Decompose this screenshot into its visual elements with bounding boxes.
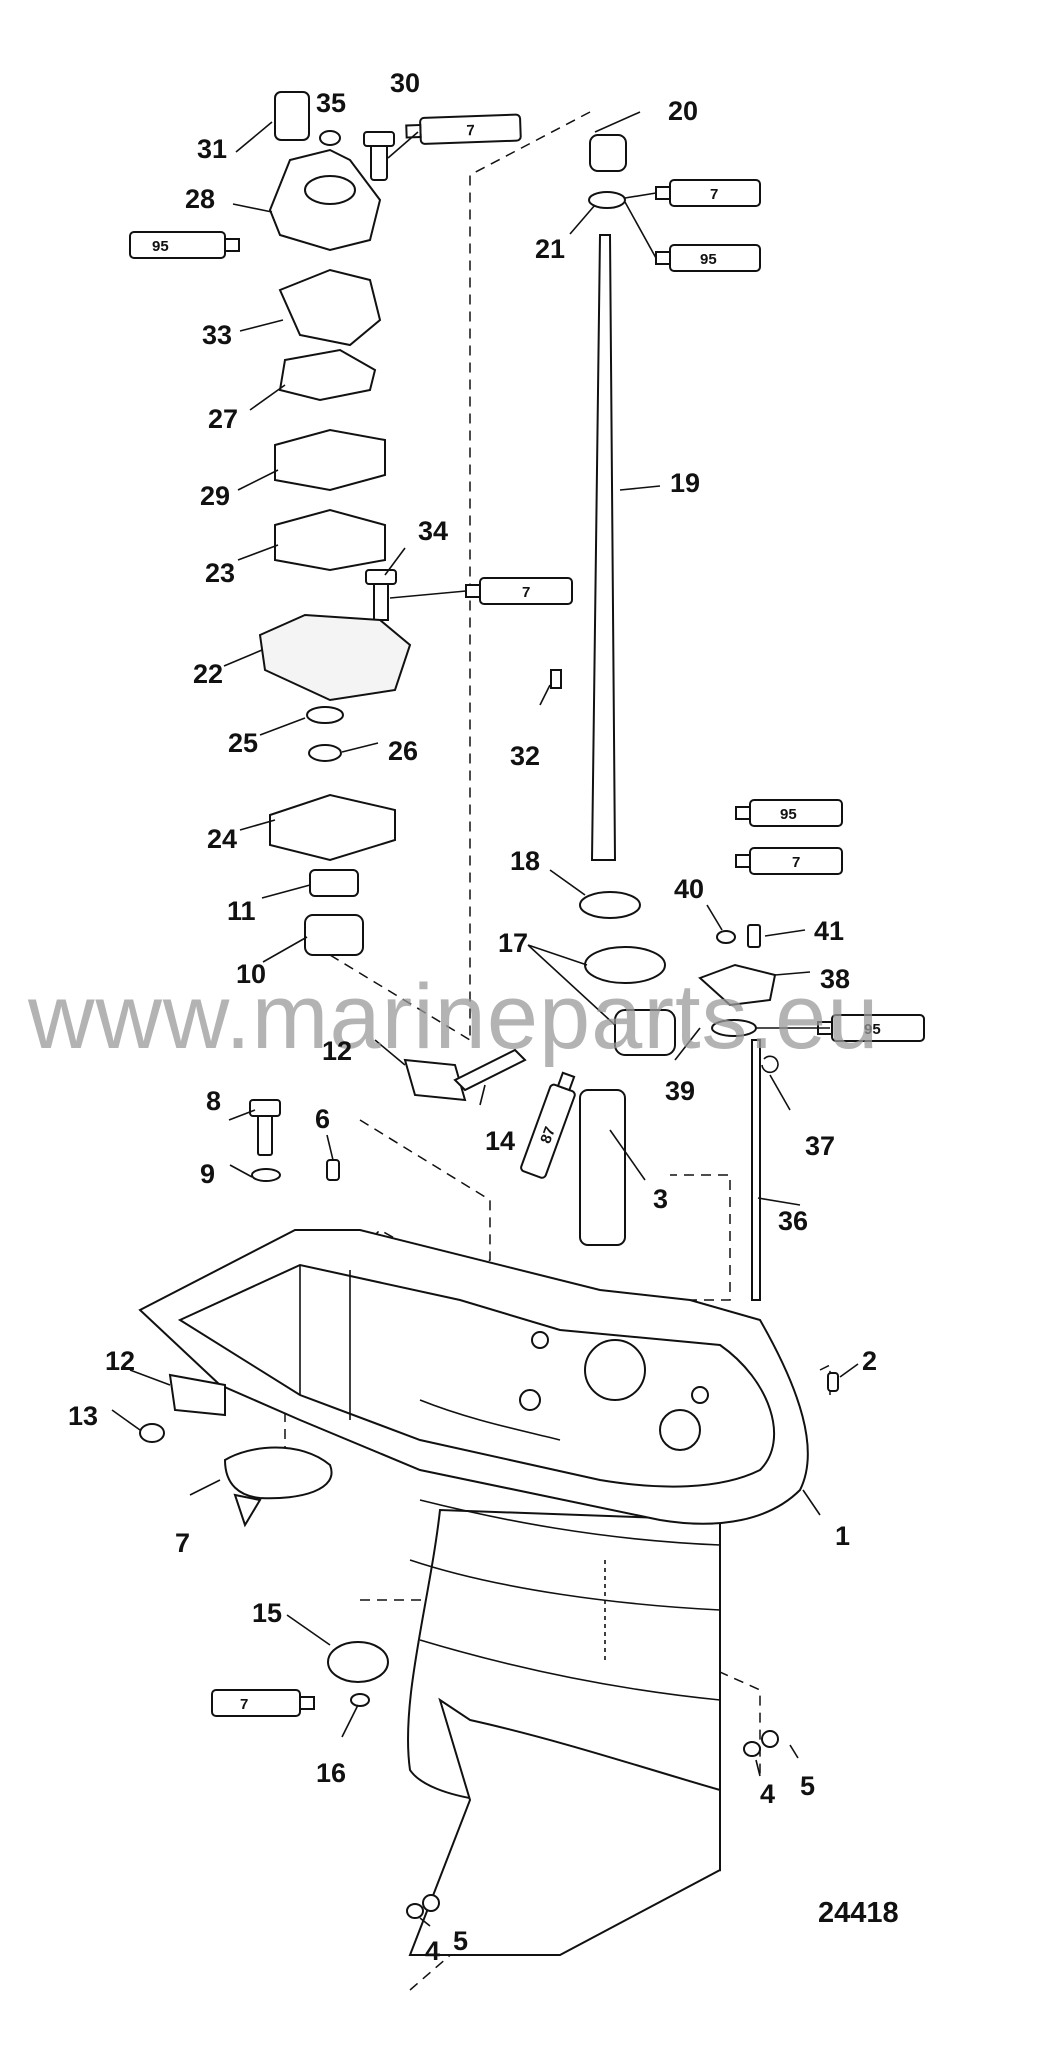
callout-5: 5 — [453, 1926, 468, 1956]
callout-25: 25 — [228, 728, 258, 758]
callout-8: 8 — [206, 1086, 221, 1116]
tube-label: 95 — [864, 1021, 881, 1038]
callout-10: 10 — [236, 959, 266, 989]
sealant-tube: 7 — [655, 179, 761, 207]
sealant-tube: 7 — [735, 847, 843, 875]
leader-lines — [111, 111, 859, 1927]
sealant-tube: 95 — [655, 244, 761, 272]
tube-label: 7 — [792, 854, 800, 871]
tube-label: 87 — [537, 1124, 559, 1145]
callout-24: 24 — [207, 824, 237, 854]
callout-39: 39 — [665, 1076, 695, 1106]
sealant-tube: 7 — [405, 113, 522, 145]
callout-35: 35 — [316, 88, 346, 118]
callout-21: 21 — [535, 234, 565, 264]
tube-label: 7 — [466, 122, 475, 139]
tube-label: 7 — [710, 186, 718, 203]
callout-38: 38 — [820, 964, 850, 994]
callout-34: 34 — [418, 516, 448, 546]
callout-28: 28 — [185, 184, 215, 214]
callout-40: 40 — [674, 874, 704, 904]
callout-9: 9 — [200, 1159, 215, 1189]
callout-13: 13 — [68, 1401, 98, 1431]
callout-7: 7 — [175, 1528, 190, 1558]
callout-18: 18 — [510, 846, 540, 876]
callout-2: 2 — [862, 1346, 877, 1376]
tube-label: 95 — [780, 806, 797, 823]
callout-31: 31 — [197, 134, 227, 164]
callout-26: 26 — [388, 736, 418, 766]
callout-16: 16 — [316, 1758, 346, 1788]
callout-12: 12 — [322, 1036, 352, 1066]
callout-17: 17 — [498, 928, 528, 958]
callout-12: 12 — [105, 1346, 135, 1376]
sealant-tube: 95 — [735, 799, 843, 827]
callout-labels: 31 35 30 28 20 21 33 27 29 19 34 23 22 3… — [68, 68, 877, 1966]
callout-22: 22 — [193, 659, 223, 689]
sealant-tube: 95 — [817, 1014, 925, 1042]
callout-14: 14 — [485, 1126, 515, 1156]
callout-1: 1 — [835, 1521, 850, 1551]
sealant-tube: 7 — [465, 577, 573, 605]
callout-23: 23 — [205, 558, 235, 588]
sealant-tube: 87 — [520, 1071, 576, 1179]
callout-33: 33 — [202, 320, 232, 350]
callout-6: 6 — [315, 1104, 330, 1134]
callout-4: 4 — [760, 1779, 775, 1809]
callout-3: 3 — [653, 1184, 668, 1214]
sealant-tubes: 7 95 7 95 7 95 7 — [129, 113, 925, 1717]
callout-41: 41 — [814, 916, 844, 946]
callout-27: 27 — [208, 404, 238, 434]
figure-number: 24418 — [818, 1897, 899, 1929]
tube-label: 95 — [152, 238, 169, 255]
callout-32: 32 — [510, 741, 540, 771]
water-pump-parts — [139, 91, 839, 1919]
callout-5: 5 — [800, 1771, 815, 1801]
tube-label: 7 — [240, 1696, 248, 1713]
gearcase-housing — [138, 1229, 809, 1956]
callout-4: 4 — [425, 1936, 440, 1966]
callout-37: 37 — [805, 1131, 835, 1161]
callout-20: 20 — [668, 96, 698, 126]
callout-30: 30 — [390, 68, 420, 98]
watermark: www.marineparts.eu — [27, 966, 879, 1068]
callout-19: 19 — [670, 468, 700, 498]
sealant-tube: 7 — [211, 1689, 315, 1717]
tube-label: 7 — [522, 584, 530, 601]
callout-29: 29 — [200, 481, 230, 511]
sealant-tube: 95 — [129, 231, 240, 259]
callout-11: 11 — [227, 896, 256, 926]
callout-15: 15 — [252, 1598, 282, 1628]
tube-label: 95 — [700, 251, 717, 268]
callout-36: 36 — [778, 1206, 808, 1236]
